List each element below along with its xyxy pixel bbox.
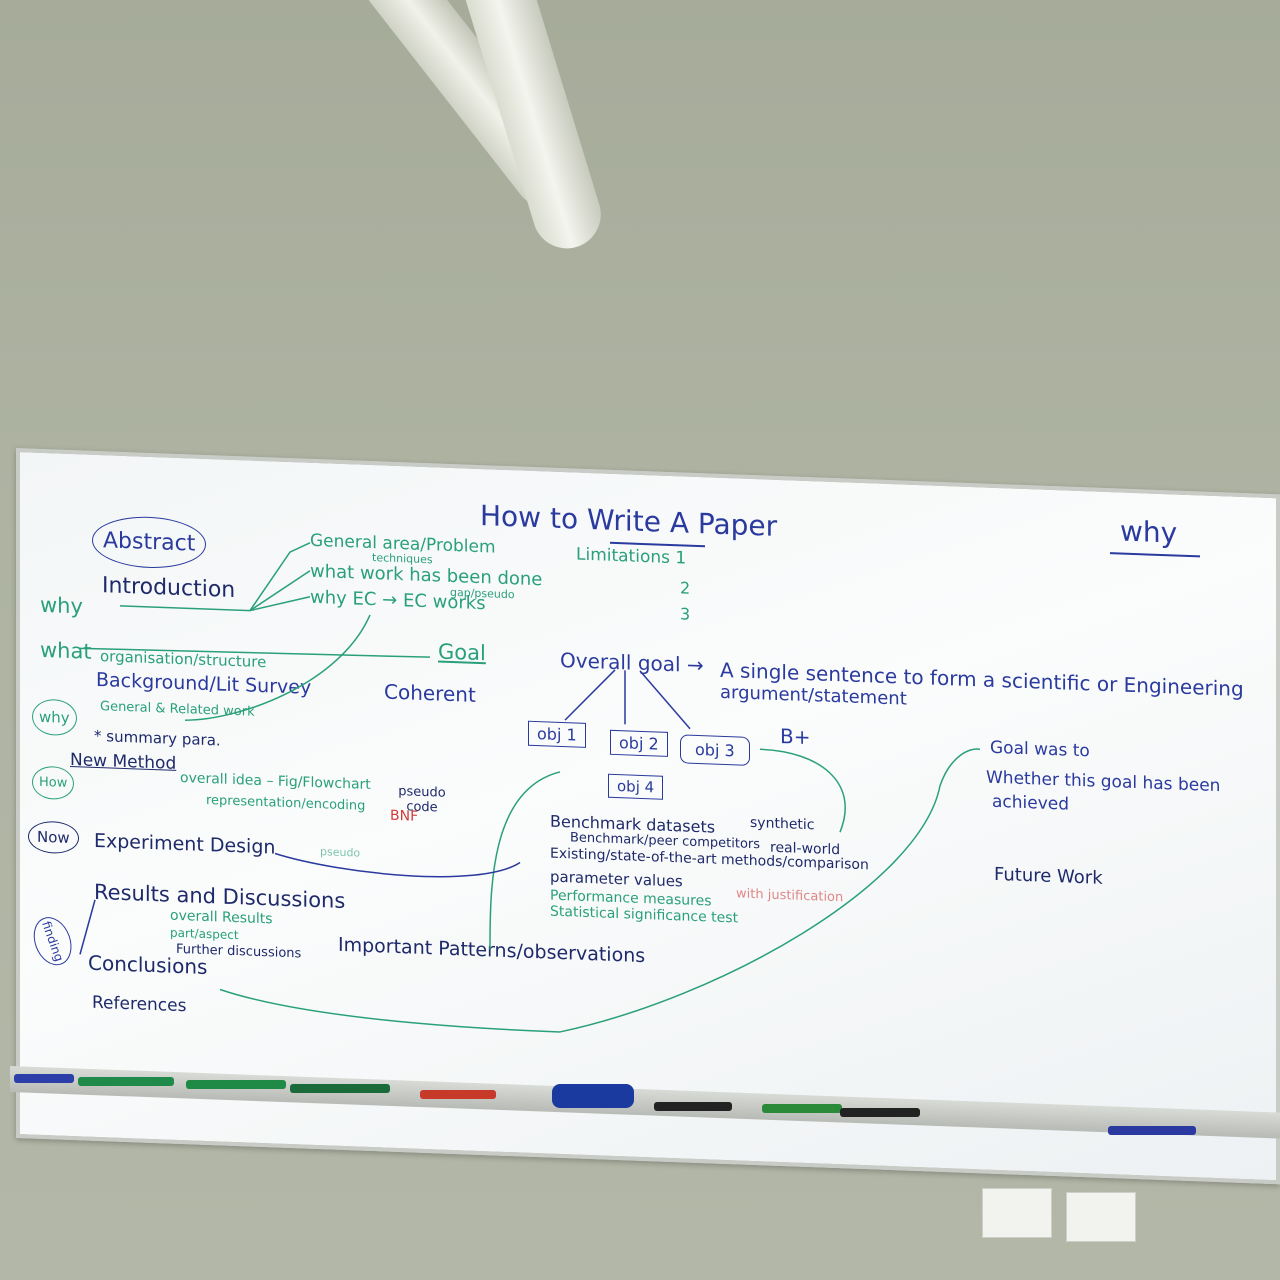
connector-conclusion-goal: [559, 748, 981, 1033]
whiteboard-eraser[interactable]: [552, 1084, 634, 1108]
marker-black[interactable]: [840, 1108, 920, 1117]
connector-experiment-items: [274, 852, 521, 878]
connector-lines: [79, 542, 981, 1033]
marker-green[interactable]: [290, 1084, 390, 1093]
power-outlet: [982, 1188, 1052, 1238]
marker-blue[interactable]: [1108, 1126, 1196, 1135]
marker-green[interactable]: [762, 1104, 842, 1113]
marker-red[interactable]: [420, 1090, 496, 1099]
connector-finding: [79, 899, 96, 955]
connector-obj-patterns: [489, 771, 561, 950]
marker-black[interactable]: [654, 1102, 732, 1111]
connector-intro-why: [249, 596, 311, 612]
connector-goal-obj1: [564, 669, 616, 721]
connector-intro-general: [120, 542, 311, 612]
whiteboard: How to Write A Paper why why what why Ho…: [16, 448, 1280, 1185]
connector-what-goal: [79, 647, 431, 658]
connector-why-background: [184, 614, 371, 721]
connector-intro-work: [249, 570, 311, 612]
marker-green[interactable]: [78, 1077, 174, 1086]
marker-green[interactable]: [186, 1080, 286, 1089]
connector-obj-experiment: [759, 748, 846, 833]
connector-goal-obj3: [639, 670, 691, 730]
data-outlet: [1066, 1192, 1136, 1242]
connector-conclusions: [219, 988, 561, 1033]
marker-blue[interactable]: [14, 1074, 74, 1083]
